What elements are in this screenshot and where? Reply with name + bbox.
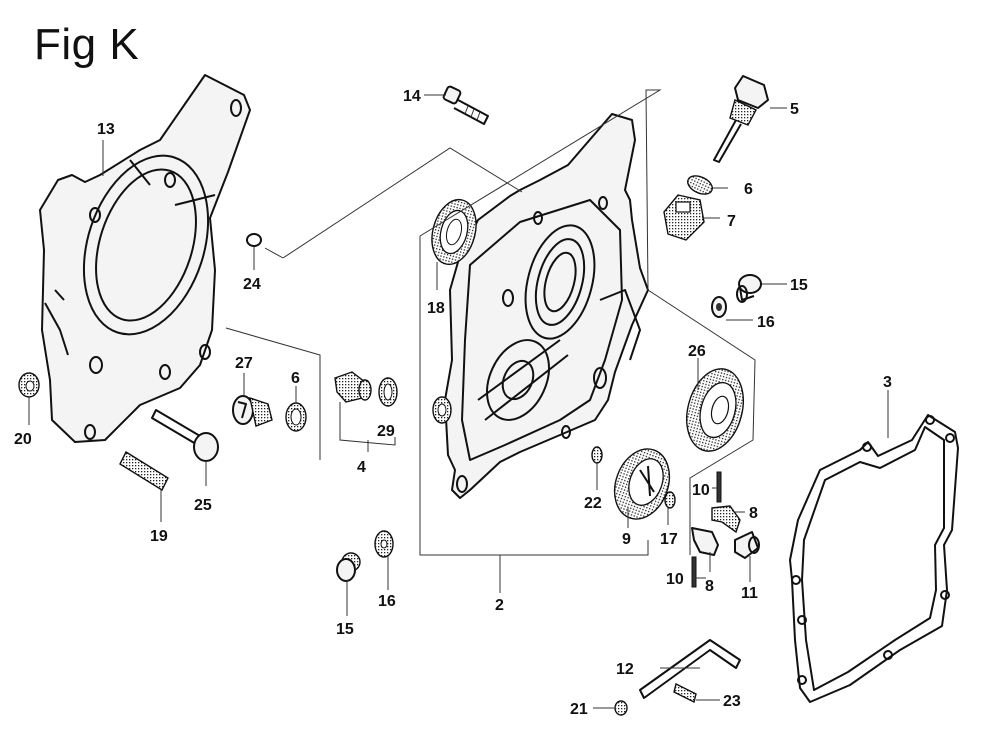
- part-27-plug: [232, 395, 273, 427]
- part-5-oil-level-gauge: [713, 75, 769, 163]
- part-25-flange-bolt-long: [151, 409, 219, 462]
- figure-title: Fig K: [34, 20, 140, 69]
- callout-14: 14: [403, 88, 421, 105]
- part-22-washer-small: [591, 446, 603, 464]
- callout-15-lower: 15: [336, 621, 354, 638]
- group-lines: [225, 89, 756, 593]
- part-21-nut: [614, 700, 628, 716]
- side-seal: [432, 396, 452, 424]
- part-14-flange-bolt: [442, 85, 489, 125]
- part-4-drain-plug-assembly: [334, 371, 372, 403]
- callout-labels: 13 14 5 6 7 15 16 24 18 26 3 27 6 29 4 2…: [14, 88, 892, 718]
- callout-6-lower: 6: [291, 370, 300, 387]
- callout-17: 17: [660, 531, 678, 548]
- callout-16-upper: 16: [757, 314, 775, 331]
- callout-24: 24: [243, 276, 261, 293]
- leader-lines: [28, 94, 889, 709]
- part-6-o-ring-upper: [687, 175, 713, 195]
- callout-5: 5: [790, 101, 799, 118]
- callout-9: 9: [622, 531, 631, 548]
- part-19-stud-bolt: [119, 451, 169, 491]
- part-20-flange-nut: [18, 372, 40, 398]
- callout-12: 12: [616, 661, 634, 678]
- part-15-drain-bolt-upper: [736, 274, 762, 303]
- part-18-oil-seal: [431, 198, 477, 266]
- callout-22: 22: [584, 495, 602, 512]
- part-9-governor-gear: [613, 448, 671, 520]
- callout-10-lower: 10: [666, 571, 684, 588]
- callout-20: 20: [14, 431, 32, 448]
- callout-8-lower: 8: [705, 578, 714, 595]
- part-10-pin-upper: [716, 471, 722, 503]
- callout-4: 4: [357, 459, 366, 476]
- part-7-gauge-plug: [663, 194, 705, 241]
- callout-6-upper: 6: [744, 181, 753, 198]
- callout-27: 27: [235, 355, 253, 372]
- callout-21: 21: [570, 701, 588, 718]
- part-13-mounting-flange: [39, 74, 251, 443]
- callout-3: 3: [883, 374, 892, 391]
- part-15-drain-bolt-lower: [336, 552, 361, 582]
- part-17-clip: [664, 491, 676, 509]
- part-23-screw: [673, 682, 697, 704]
- part-2-crankcase-cover: [444, 113, 649, 499]
- callout-11: 11: [741, 585, 758, 602]
- part-12-breather-tube: [639, 639, 741, 699]
- callout-18: 18: [427, 300, 445, 317]
- callout-19: 19: [150, 528, 168, 545]
- part-29-o-ring-small: [378, 377, 398, 407]
- part-3-cover-gasket: [789, 414, 959, 703]
- part-6-o-ring-lower: [285, 402, 307, 432]
- part-16-washer-upper: [711, 296, 727, 318]
- callout-10-upper: 10: [692, 482, 710, 499]
- callout-25: 25: [194, 497, 212, 514]
- callout-16-lower: 16: [378, 593, 396, 610]
- part-10-pin-lower: [691, 556, 697, 588]
- callout-23: 23: [723, 693, 741, 710]
- callout-13: 13: [97, 121, 115, 138]
- callout-26: 26: [688, 343, 706, 360]
- part-24-dowel-pin: [246, 233, 262, 247]
- callout-7: 7: [727, 213, 736, 230]
- part-11-governor-holder: [734, 531, 760, 559]
- part-16-washer-lower: [374, 530, 394, 558]
- part-8-governor-arm-upper: [711, 505, 741, 534]
- callout-15-upper: 15: [790, 277, 808, 294]
- callout-29: 29: [377, 423, 395, 440]
- callout-8-upper: 8: [749, 505, 758, 522]
- part-8-governor-arm-lower: [691, 527, 719, 556]
- part-26-ball-bearing: [686, 368, 744, 452]
- callout-2: 2: [495, 597, 504, 614]
